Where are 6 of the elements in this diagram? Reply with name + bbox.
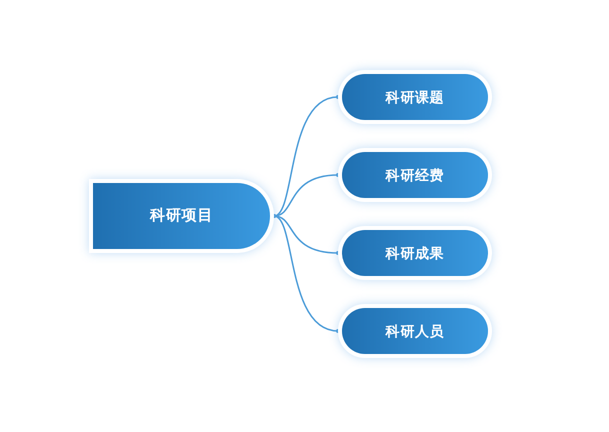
connector (272, 214, 340, 333)
subtopic-pill: 科研成果 (342, 230, 488, 276)
root-topic-box: 科研项目 (93, 183, 270, 249)
subtopic-pill: 科研人员 (342, 308, 488, 354)
subtopic-pill: 科研经费 (342, 152, 488, 198)
subtopic-pill: 科研课题 (342, 74, 488, 120)
